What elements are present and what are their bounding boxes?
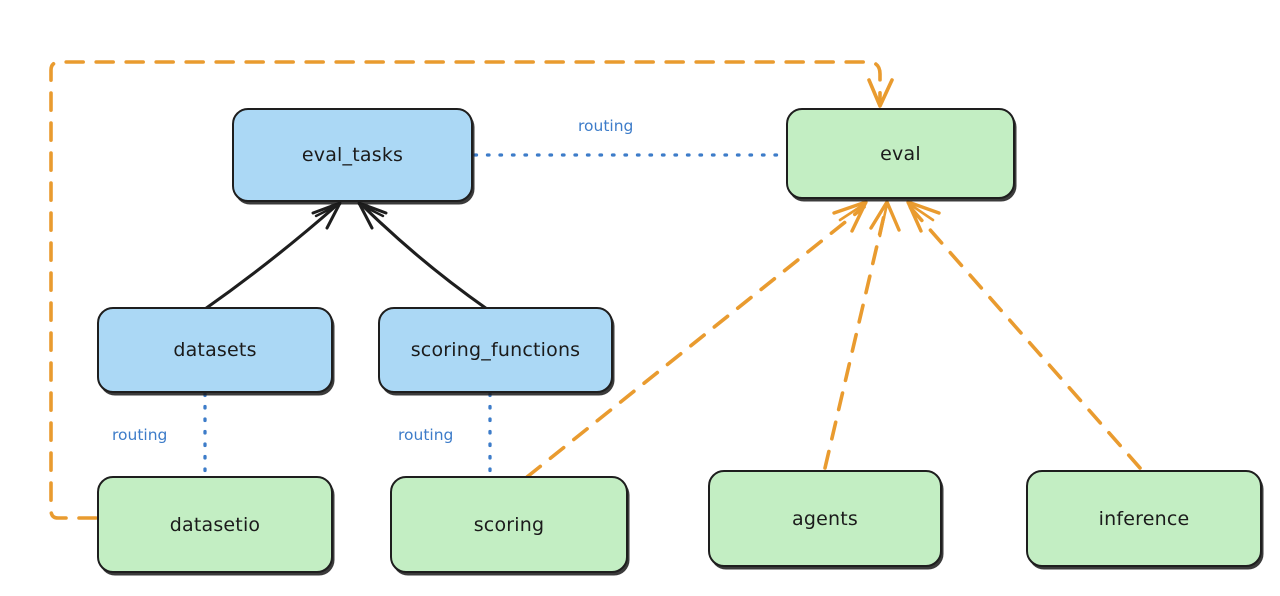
node-label-datasets: datasets: [173, 339, 257, 361]
node-label-agents: agents: [792, 507, 858, 530]
edge-label-routing-eval: routing: [578, 117, 634, 135]
edge-agents-to-eval: [823, 200, 901, 470]
node-scoring[interactable]: scoring: [390, 476, 628, 573]
node-label-datasetio: datasetio: [169, 513, 261, 536]
node-datasetio[interactable]: datasetio: [97, 476, 333, 573]
node-label-eval_tasks: eval_tasks: [301, 144, 404, 166]
edge-label-routing-scoring: routing: [398, 426, 454, 444]
node-scoring_functions[interactable]: scoring_functions: [378, 307, 613, 393]
node-eval[interactable]: eval: [786, 108, 1015, 199]
node-label-scoring: scoring: [473, 513, 545, 536]
edge-datasetio-to-eval: [49, 60, 894, 520]
node-inference[interactable]: inference: [1026, 470, 1262, 567]
node-eval_tasks[interactable]: eval_tasks: [232, 108, 473, 202]
node-label-scoring_functions: scoring_functions: [410, 339, 581, 361]
node-agents[interactable]: agents: [708, 470, 942, 567]
node-label-inference: inference: [1098, 507, 1190, 530]
edge-scoring-to-eval: [525, 200, 868, 479]
edge-inference-to-eval: [906, 200, 1142, 470]
node-label-eval: eval: [880, 142, 921, 165]
edge-scoring_functions-to-eval_tasks: [357, 201, 489, 311]
node-datasets[interactable]: datasets: [97, 307, 333, 393]
edge-label-routing-datasets: routing: [112, 426, 168, 444]
edge-datasets-to-eval_tasks: [203, 201, 342, 311]
